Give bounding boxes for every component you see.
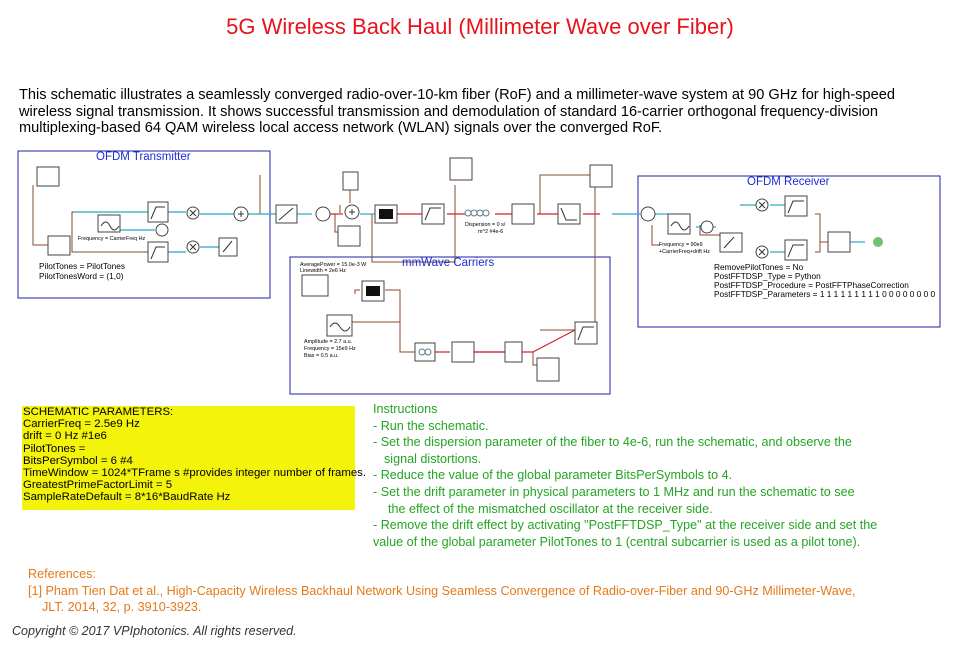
param-timewindow: TimeWindow = 1024*TFrame s #provides int…: [23, 467, 367, 480]
instructions-heading: Instructions: [373, 402, 438, 416]
tx-pilottones-param: PilotTones = PilotTones: [39, 261, 126, 271]
param-carrierfreq: CarrierFreq = 2.5e9 Hz: [23, 418, 140, 431]
instruction-line: signal distortions.: [384, 451, 482, 466]
rx-removepilottones-param: RemovePilotTones = No: [714, 262, 804, 272]
mmwave-carriers-title: mmWave Carriers: [402, 257, 495, 269]
rx-frequency-label-2: +CarrierFreq+drift Hz: [659, 249, 710, 255]
osc-frequency-label: Frequency = 15e9 Hz: [304, 346, 356, 352]
instruction-line: - Set the dispersion parameter of the fi…: [373, 435, 852, 450]
ofdm-receiver-box: [637, 175, 941, 328]
fiber-dispersion-label: Dispersion = 0 s/: [465, 222, 506, 228]
params-heading: SCHEMATIC PARAMETERS:: [23, 406, 174, 418]
param-bitspersymbol: BitsPerSymbol = 6 #4: [23, 454, 133, 467]
osc-bias-label: Bias = 0.5 a.u.: [304, 353, 339, 359]
rx-postfftdsp-procedure-param: PostFFTDSP_Procedure = PostFFTPhaseCorre…: [714, 280, 909, 290]
reference-line: JLT. 2014, 32, p. 3910-3923.: [42, 600, 202, 615]
references-heading: References:: [28, 567, 96, 581]
param-pilottones: PilotTones =: [23, 442, 86, 455]
ofdm-transmitter-title: OFDM Transmitter: [96, 151, 191, 163]
tx-frequency-label: Frequency = CarrierFreq Hz: [78, 236, 146, 242]
instruction-line: - Set the drift parameter in physical pa…: [373, 484, 855, 499]
copyright-text: Copyright © 2017 VPIphotonics. All right…: [12, 624, 297, 638]
param-drift: drift = 0 Hz #1e6: [23, 430, 107, 443]
instruction-line: - Run the schematic.: [373, 418, 489, 433]
laser-power-label: AveragePower = 15.0e-3 W: [300, 262, 367, 268]
fiber-dispersion-label-2: m^2 #4e-6: [478, 229, 504, 235]
instructions-panel: Instructions - Run the schematic. - Set …: [373, 401, 943, 550]
laser-linewidth-label: Linewidth = 2e6 Hz: [300, 268, 346, 274]
instruction-line: - Reduce the value of the global paramet…: [373, 468, 733, 483]
description-text: This schematic illustrates a seamlessly …: [19, 87, 895, 136]
rx-frequency-label: Frequency = 90e9: [659, 242, 703, 248]
mmwave-carriers-box: [289, 256, 611, 395]
param-sampleratedefault: SampleRateDefault = 8*16*BaudRate Hz: [23, 491, 231, 504]
instruction-line: - Remove the drift effect by activating …: [373, 518, 878, 533]
page-title: 5G Wireless Back Haul (Millimeter Wave o…: [226, 14, 734, 39]
ofdm-transmitter-box: [17, 150, 271, 299]
rx-postfftdsp-type-param: PostFFTDSP_Type = Python: [714, 271, 821, 281]
schematic-parameters-panel[interactable]: SCHEMATIC PARAMETERS: CarrierFreq = 2.5e…: [22, 406, 367, 510]
osc-amplitude-label: Amplitude = 2.7 a.u.: [304, 339, 353, 345]
rx-postfftdsp-parameters-param: PostFFTDSP_Parameters = 1 1 1 1 1 1 1 1 …: [714, 289, 936, 299]
instruction-line: value of the global parameter PilotTones…: [373, 534, 861, 549]
reference-line: [1] Pham Tien Dat et al., High-Capacity …: [28, 583, 856, 598]
references-section: References: [1] Pham Tien Dat et al., Hi…: [28, 566, 856, 616]
instruction-line: the effect of the mismatched oscillator …: [388, 501, 713, 516]
ofdm-receiver-title: OFDM Receiver: [747, 176, 830, 188]
tx-pilottonesword-param: PilotTonesWord = (1,0): [39, 271, 124, 281]
param-greatestprimefactorlimit: GreatestPrimeFactorLimit = 5: [23, 479, 173, 492]
